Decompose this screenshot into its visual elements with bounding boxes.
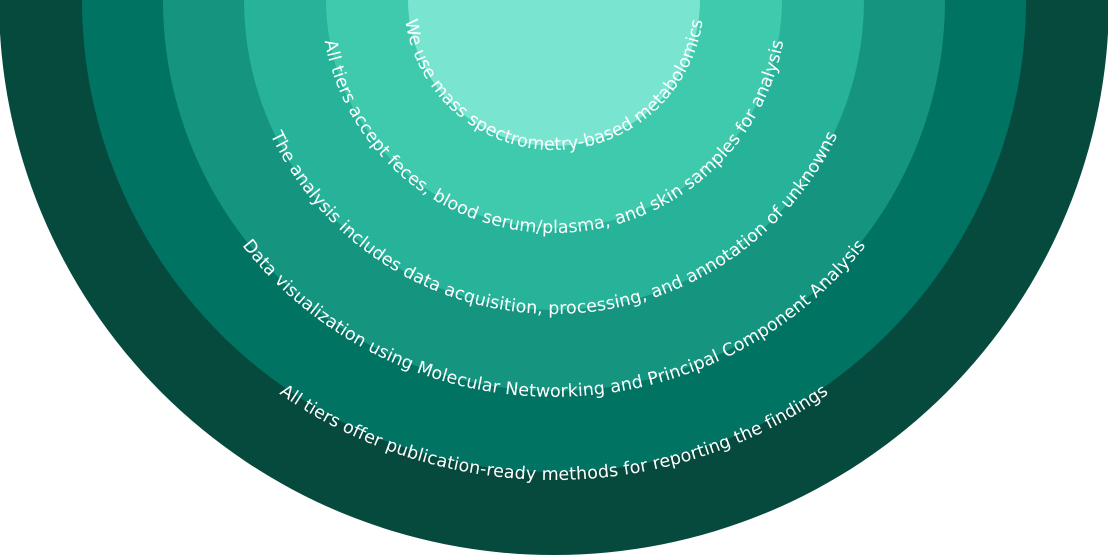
ring-6 [408, 0, 700, 146]
